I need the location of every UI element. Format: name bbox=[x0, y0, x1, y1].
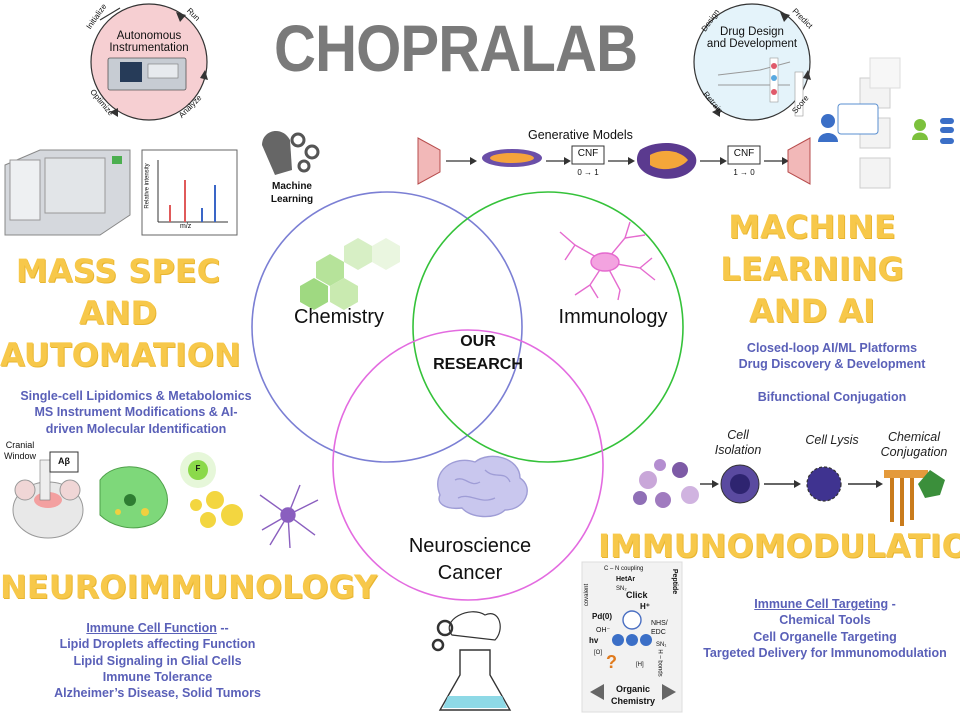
neuroimmunology-description: Immune Cell Function -- Lipid Droplets a… bbox=[54, 621, 261, 700]
mass-spectrum-plot bbox=[141, 149, 238, 236]
organic-item: NHS/ bbox=[651, 620, 668, 627]
cnf-time-label: 0 → 1 bbox=[577, 168, 599, 177]
organic-item: [H] bbox=[636, 662, 644, 668]
immunomodulation-heading: IMMUNOMODULATION bbox=[598, 527, 960, 565]
organic-item: OH⁻ bbox=[596, 627, 611, 634]
network-icon bbox=[818, 57, 954, 189]
organic-item: Peptide bbox=[671, 568, 679, 595]
organic-item: Click bbox=[626, 590, 648, 600]
organic-item: SN₂ bbox=[616, 586, 627, 592]
mass-spectrometer-icon bbox=[4, 149, 131, 236]
drug-design-cycle bbox=[693, 3, 811, 121]
cell-lysis-label: Cell Lysis bbox=[805, 433, 859, 447]
immune-cell-targeting-link: Immune Cell Targeting bbox=[754, 597, 889, 611]
organic-item: HetAr bbox=[616, 576, 636, 583]
hexagon-icon bbox=[300, 238, 400, 310]
organic-item: Pd(0) bbox=[592, 612, 612, 621]
venn-circle-immunology bbox=[412, 191, 684, 463]
cell-workflow bbox=[633, 459, 945, 526]
venn-circle-neuro-cancer bbox=[332, 329, 604, 601]
neuroimmunology-heading: NEUROIMMUNOLOGY bbox=[0, 568, 378, 606]
venn-label-immunology: Immunology bbox=[558, 306, 668, 328]
organic-chemistry-panel bbox=[581, 561, 683, 713]
generative-title: Generative Models bbox=[528, 128, 633, 142]
venn-label-chemistry: Chemistry bbox=[293, 306, 384, 328]
microglia-cell-icon bbox=[99, 466, 168, 529]
mouse-illustration bbox=[12, 451, 84, 539]
page-title: CHOPRALAB bbox=[274, 11, 638, 85]
venn-circle-chemistry bbox=[251, 191, 523, 463]
generative-pipeline bbox=[417, 137, 811, 185]
immune-cell-icon bbox=[559, 221, 656, 301]
cnf-box-label: CNF bbox=[733, 148, 755, 159]
organic-item: SN₁ bbox=[656, 642, 667, 648]
brain-icon bbox=[437, 455, 528, 518]
bifunctional-conjugation-text: Bifunctional Conjugation bbox=[757, 390, 907, 404]
immune-cell-function-link: Immune Cell Function bbox=[86, 621, 217, 635]
organic-item: [O] bbox=[594, 650, 603, 656]
organic-item: covalent bbox=[584, 583, 591, 607]
astrocyte-icon bbox=[259, 484, 319, 549]
cnf-box-label: CNF bbox=[577, 148, 599, 159]
abeta-label: Aβ bbox=[58, 456, 70, 466]
organic-item: H⁺ bbox=[640, 602, 650, 611]
organic-item: C – N coupling bbox=[604, 566, 644, 572]
question-mark-icon: ? bbox=[606, 652, 617, 672]
organic-item: EDC bbox=[651, 629, 666, 636]
organic-item: H – bonds bbox=[656, 649, 663, 677]
machine-learning-head-icon bbox=[262, 130, 320, 175]
flask-brain-icon bbox=[431, 611, 512, 711]
immunomodulation-description: Immune Cell Targeting - Chemical Tools C… bbox=[703, 597, 947, 660]
cnf-time-label: 1 → 0 bbox=[733, 168, 755, 177]
organic-item: hv bbox=[589, 636, 599, 645]
plot-xlabel: m/z bbox=[180, 223, 192, 230]
fluorescence-badge: F bbox=[195, 464, 201, 473]
lipid-droplets-icon bbox=[180, 452, 243, 528]
plot-ylabel: Relative intensity bbox=[144, 163, 151, 209]
autonomous-cycle bbox=[90, 3, 208, 121]
